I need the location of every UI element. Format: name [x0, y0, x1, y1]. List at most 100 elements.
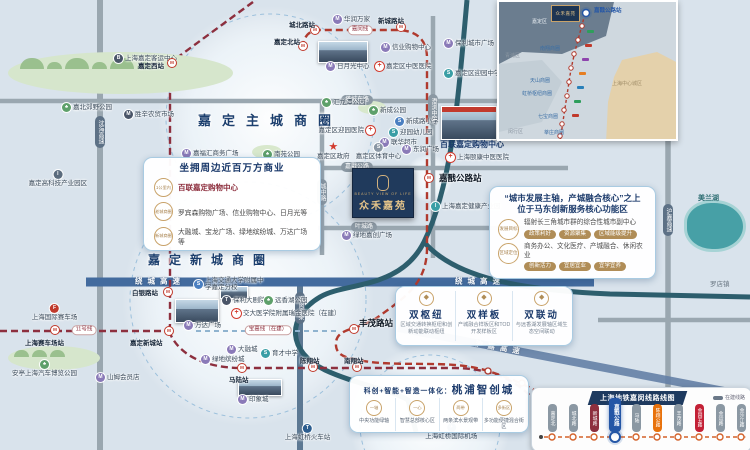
development-item-tags: 政策利好资源聚集区域能级提升 [524, 229, 638, 239]
lake-meilan [684, 200, 746, 252]
poi-marker: ★嘉定区政府 [317, 141, 350, 161]
market-icon: M [124, 110, 133, 119]
taopu-item-badge: 多街区 [495, 400, 512, 416]
poi-marker: ♣汇龙潭公园 [322, 98, 366, 107]
poi-marker: ♣南苑公园 [263, 150, 300, 159]
development-title-1: “城市发展主轴，产城融合核心”之上 [504, 193, 641, 203]
poi-label: 保利城市广场 [455, 39, 494, 47]
taopu-item-badge: 一轴 [366, 400, 383, 416]
hills-icon [14, 350, 65, 357]
mall-icon: M [184, 321, 193, 330]
taopu-item: 多街区多功能便捷混合街区 [481, 398, 525, 431]
road-label: 绕城高速 [135, 276, 185, 286]
inset-label: 七宝商圈 [538, 114, 559, 120]
mall-icon: M [201, 355, 210, 364]
panel-station-node [716, 433, 724, 441]
panel-station-node [737, 433, 745, 441]
dual-item: ◆双联动与远香湖发展轴区域生态空间联动 [512, 291, 570, 341]
dual-item-icon: ◆ [476, 291, 492, 306]
dual-item-desc: 与远香湖发展轴区域生态空间联动 [515, 322, 568, 336]
panel-station-node [695, 433, 703, 441]
development-item: 发展目标辐射长三角城市群的综合性城市副中心政策利好资源聚集区域能级提升 [495, 216, 650, 240]
hospital-icon: + [366, 126, 375, 135]
metro-station-label: 嘉定北站 [274, 39, 300, 46]
metro-station-label: 城北路站 [289, 22, 315, 29]
poi-label: 万达广场 [195, 321, 221, 329]
poi-label: 嘉定区体育中心 [355, 153, 402, 160]
bus-icon: B [114, 54, 123, 63]
poi-label: 安亭上海汽车博览公园 [12, 370, 77, 377]
train-icon: T [303, 424, 313, 433]
mall-icon: M [402, 145, 411, 154]
panel-station-pill: 马陆 [631, 404, 641, 432]
mall-icon: M [238, 395, 247, 404]
commercial-item-text: 大融城、宝龙广场、绿地缤纷城、万达广场等 [178, 229, 308, 247]
poi-label: 汇龙潭公园 [333, 98, 366, 106]
poi-photo-yinxiangcheng [238, 379, 282, 396]
road-label: 宝嘉线（在建） [244, 325, 292, 335]
poi-label: 嘉定区迎园医院 [318, 126, 365, 134]
inset-map-svg [499, 2, 676, 139]
commercial-card: 坐拥周边近百万方商业 1公里内百联嘉定购物中心老城商圈罗宾森购物广场、信业购物中… [143, 157, 321, 251]
metro-station-icon: M [308, 362, 318, 372]
poi-label: 嘉定区迎园中学 [455, 69, 501, 77]
inset-overview-map: 众禾嘉苑 嘉戬公路站 嘉定区青浦区上海中心城区闵行区南翔商圈天山商圈虹桥枢纽商圈… [497, 0, 678, 141]
taopu-card-title: 科创+智能+智造一体化：桃浦智创城 [363, 384, 515, 396]
road-label: 嘉戬公路 [340, 162, 374, 172]
poi-marker: +交大医学院附属瑞金医院（在建） [232, 309, 341, 318]
development-title-2: 位于马东创新服务核心功能区 [517, 204, 628, 215]
project-emblem-icon [377, 174, 389, 191]
mall-icon: M [342, 231, 351, 240]
panel-station-pill: 金运路 [715, 404, 725, 432]
development-tag: 创新活力 [524, 262, 557, 272]
metro-station-icon: M [396, 22, 406, 32]
poi-label: 迎园幼儿园 [400, 128, 433, 136]
panel-station-pill: 陈翔公路 [652, 404, 662, 432]
metro-station-label: 新城路站 [378, 18, 404, 25]
sports-icon: S [374, 143, 384, 152]
poi-label: 绿地缤纷城 [212, 355, 245, 363]
inset-project-logo: 众禾嘉苑 [551, 5, 580, 22]
mall-icon: M [326, 62, 335, 71]
poi-label: 育才中学 [272, 349, 298, 357]
poi-label: 上海嘉定健康产业园 [442, 202, 501, 210]
dual-item: ◆双样板产城融合样板区和TOD开发样板区 [454, 291, 513, 341]
metro-station-icon: M [237, 363, 247, 373]
taopu-item: 一轴中央功能绿轴 [353, 398, 395, 431]
development-item-text: 辐射长三角城市群的综合性城市副中心 [524, 218, 637, 226]
road-label: 塔城东路 [340, 95, 374, 105]
taopu-item-badge: 两带 [452, 400, 469, 416]
area-label: 嘉定新城商圈 [148, 253, 275, 267]
school-icon: S [261, 349, 270, 358]
mall-icon: M [227, 345, 236, 354]
road-label: 叶城路 [350, 222, 378, 232]
poi-label: 罗店镇 [710, 281, 730, 288]
gov-icon: ★ [328, 141, 339, 153]
poi-label: 胜辛农贸市场 [135, 110, 174, 118]
poi-label: 大融城 [238, 345, 258, 353]
panel-station-pill: 城北路 [568, 404, 578, 432]
park-icon: ♣ [264, 296, 273, 305]
panel-station-pill: 丰茂路 [673, 404, 683, 432]
commercial-item: 1公里内百联嘉定购物中心 [148, 176, 316, 200]
poi-label: 上海国际赛车场 [31, 314, 78, 321]
inset-label: 嘉定区 [532, 19, 548, 25]
poi-label: 百联嘉定购物中心 [440, 140, 504, 149]
poi-label: 上海嘉定客运中心 [125, 54, 177, 62]
panel-station-pill: 新城路 [589, 404, 599, 432]
commercial-item: 老城商圈罗宾森购物广场、信业购物中心、日月光等 [148, 200, 316, 224]
panel-station-node [548, 433, 556, 441]
park-icon: ♣ [263, 150, 272, 159]
poi-photo-wanda [175, 299, 219, 323]
mall-icon: M [333, 15, 342, 24]
